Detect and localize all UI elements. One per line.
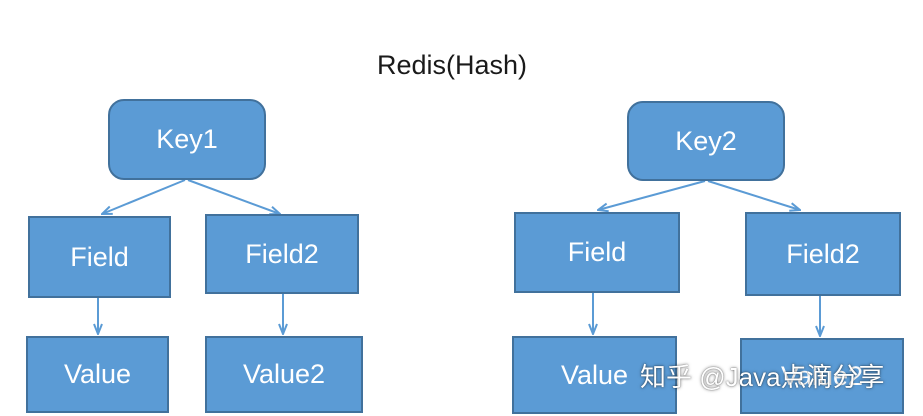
field2-node: Field2 [205,214,359,294]
field2-node: Field2 [745,212,901,296]
field-node: Field [28,216,171,298]
value-node: Value [26,336,169,413]
connector-key2-field2 [707,180,800,210]
connector-key1-field2 [187,179,280,214]
value2-node: Value2 [205,336,363,413]
key1-node: Key1 [108,99,266,180]
watermark: 知乎 @Java点滴分享 [640,362,885,392]
field-node: Field [514,212,680,293]
connector-key1-field [102,179,186,214]
value-node: Value [512,336,677,414]
value2-node: Value2 [740,338,904,414]
connector-key2-field [598,180,706,210]
key2-node: Key2 [627,101,785,181]
diagram-title: Redis(Hash) [376,50,528,80]
